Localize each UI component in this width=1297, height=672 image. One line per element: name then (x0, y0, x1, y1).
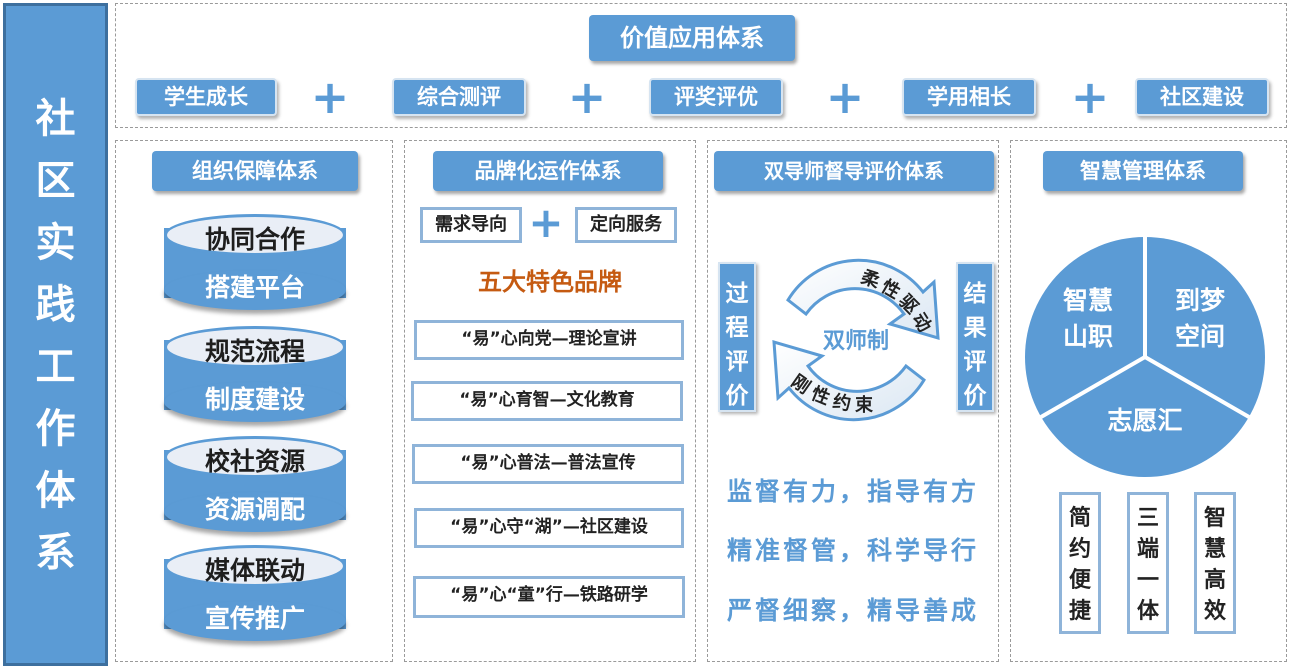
feature-char: 体 (1136, 599, 1159, 624)
brand-system-panel (404, 140, 696, 662)
brand-item: “易”心向党—理论宣讲 (414, 320, 684, 360)
pie-label-line: 智慧 (1063, 286, 1113, 315)
smart-system-panel (1010, 140, 1287, 662)
dual-mentor-cycle-diagram: 柔 性 驱 动 双师制 刚 性 约 束 (772, 258, 940, 422)
process-eval-char: 程 (725, 315, 749, 341)
left-title-char: 体 (35, 468, 76, 514)
cylinder-bottom-label: 资源调配 (204, 495, 305, 524)
feature-box-concise: 简 约 便 捷 (1059, 492, 1101, 634)
pie-label-line: 志愿汇 (1107, 406, 1182, 435)
pie-label-line: 到梦 (1175, 286, 1226, 315)
arc-bottom-char: 约 (831, 390, 853, 415)
left-title-bar: 社 区 实 践 工 作 体 系 (3, 3, 108, 666)
targeted-service-box: 定向服务 (575, 207, 677, 243)
brand-system-title: 品牌化运作体系 (433, 151, 663, 191)
cycle-center-label: 双师制 (823, 328, 889, 354)
cylinder-top-label: 规范流程 (204, 337, 305, 366)
lower-arc-arrow (772, 339, 926, 422)
value-item-learning: 学用相长 (902, 78, 1036, 116)
result-eval-char: 结 (963, 281, 987, 307)
plus-icon: + (825, 70, 865, 124)
value-system-panel (115, 3, 1287, 128)
feature-char: 约 (1068, 537, 1091, 562)
pie-label-line: 空间 (1175, 322, 1225, 351)
mentor-slogan: 严督细察，精导善成 (727, 596, 980, 625)
result-eval-char: 果 (963, 315, 987, 341)
demand-oriented-box: 需求导向 (420, 207, 522, 243)
pie-divider (1144, 355, 1250, 419)
plus-icon: + (528, 198, 564, 247)
feature-char: 捷 (1068, 599, 1091, 624)
brand-item: “易”心“童”行—铁路研学 (413, 576, 685, 618)
brand-item: “易”心普法—普法宣传 (412, 444, 684, 484)
left-title-char: 践 (35, 282, 76, 328)
left-title-char: 作 (35, 406, 76, 452)
value-item-evaluation: 综合测评 (392, 78, 526, 116)
arc-bottom-char: 束 (855, 394, 874, 416)
brand-item: “易”心守“湖”—社区建设 (414, 508, 684, 548)
left-title-char: 区 (35, 158, 76, 204)
feature-char: 三 (1136, 506, 1159, 531)
mentor-slogan: 监督有力，指导有方 (727, 477, 980, 506)
cylinder-bottom-label: 制度建设 (204, 385, 305, 414)
brand-subtitle: 五大特色品牌 (478, 267, 622, 296)
org-cylinder: 协同合作 搭建平台 (164, 214, 346, 312)
left-title-char: 社 (35, 96, 76, 142)
left-title-char: 工 (35, 344, 76, 390)
process-eval-char: 过 (725, 281, 749, 307)
brand-item: “易”心育智—文化教育 (411, 381, 683, 421)
org-system-title: 组织保障体系 (152, 151, 358, 191)
process-eval-char: 评 (725, 349, 749, 375)
feature-char: 智 (1203, 506, 1226, 531)
pie-label-line: 山职 (1063, 322, 1113, 351)
result-eval-char: 价 (963, 383, 987, 409)
result-eval-char: 评 (963, 349, 987, 375)
plus-icon: + (567, 70, 607, 124)
org-system-panel (115, 140, 393, 662)
feature-char: 简 (1068, 506, 1091, 531)
feature-char: 效 (1203, 599, 1226, 624)
feature-char: 端 (1136, 537, 1159, 562)
cylinder-bottom-label: 宣传推广 (204, 604, 305, 633)
value-item-student-growth: 学生成长 (135, 78, 277, 116)
org-cylinder: 媒体联动 宣传推广 (164, 545, 346, 643)
value-system-title: 价值应用体系 (589, 15, 795, 61)
cylinder-bottom-label: 搭建平台 (204, 273, 305, 302)
value-item-community: 社区建设 (1135, 78, 1269, 116)
feature-box-three-in-one: 三 端 一 体 (1127, 492, 1169, 634)
process-eval-char: 价 (725, 383, 749, 409)
org-cylinder: 校社资源 资源调配 (164, 436, 346, 534)
cylinder-top-label: 校社资源 (204, 447, 305, 476)
feature-char: 一 (1136, 568, 1159, 593)
plus-icon: + (310, 70, 350, 124)
left-title-char: 实 (35, 220, 76, 266)
plus-icon: + (1070, 70, 1110, 124)
feature-char: 便 (1068, 568, 1091, 593)
value-item-awards: 评奖评优 (649, 78, 783, 116)
mentor-system-panel (707, 140, 999, 662)
cylinder-top-label: 协同合作 (204, 225, 305, 254)
org-cylinder: 规范流程 制度建设 (164, 326, 346, 424)
pie-divider (1040, 355, 1146, 419)
feature-box-efficient: 智 慧 高 效 (1194, 492, 1236, 634)
feature-char: 高 (1203, 568, 1226, 593)
cylinder-top-label: 媒体联动 (204, 556, 305, 585)
feature-char: 慧 (1203, 537, 1226, 562)
smart-pie-diagram: 智慧 山职 到梦 空间 志愿汇 (1025, 237, 1265, 477)
result-evaluation-box: 结 果 评 价 (956, 262, 994, 412)
upper-arc-arrow (786, 258, 940, 341)
mentor-system-title: 双导师督导评价体系 (714, 151, 994, 191)
left-title-char: 系 (35, 530, 76, 576)
smart-system-title: 智慧管理体系 (1043, 151, 1243, 191)
process-evaluation-box: 过 程 评 价 (718, 262, 756, 412)
mentor-slogan: 精准督管，科学导行 (727, 536, 980, 565)
